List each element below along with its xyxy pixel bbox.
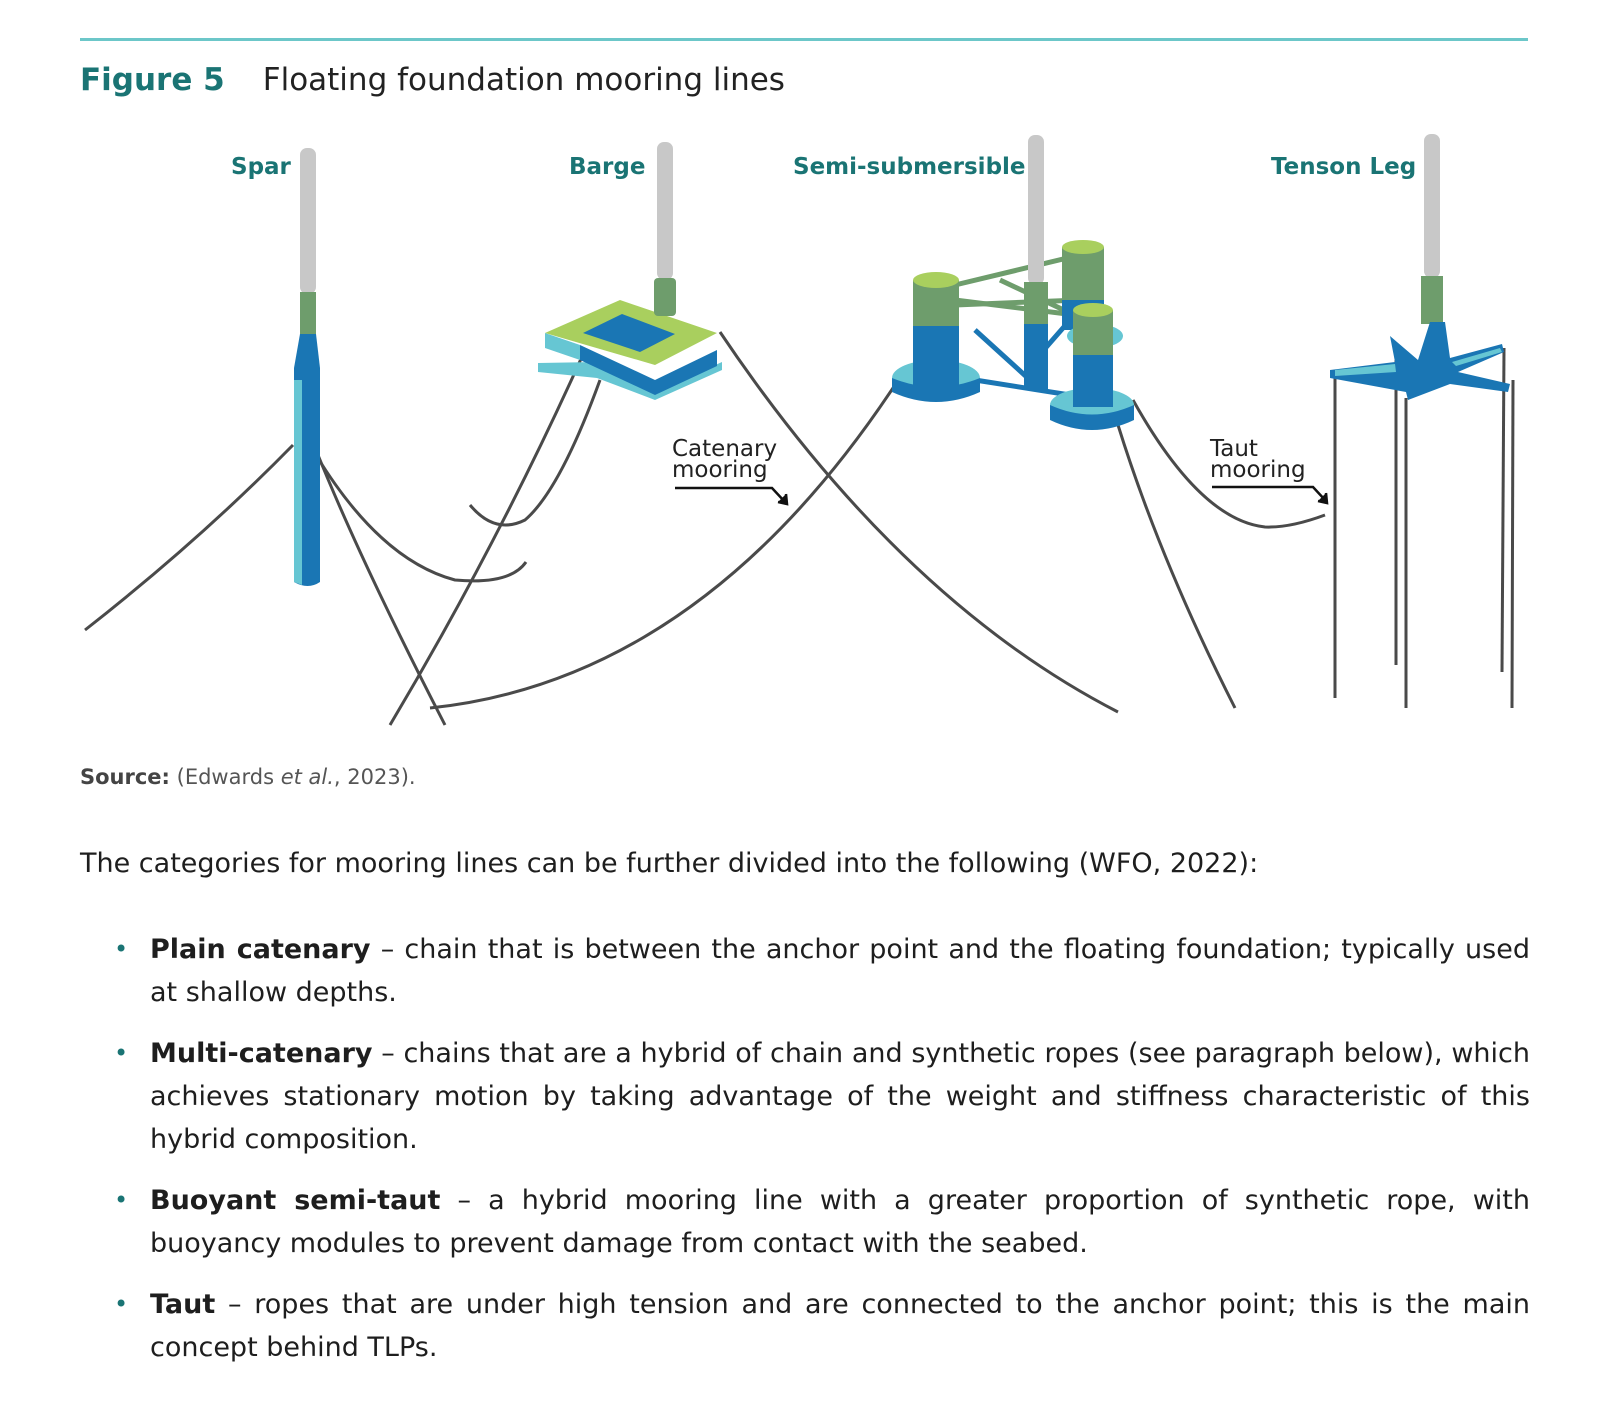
semi-line-right bbox=[1116, 424, 1237, 709]
barge-opening bbox=[583, 314, 675, 352]
taut-arrowhead bbox=[1317, 492, 1329, 505]
bullet-text: – chains that are a hybrid of chain and … bbox=[150, 1038, 1530, 1155]
list-item: Multi-catenary – chains that are a hybri… bbox=[114, 1032, 1530, 1161]
annotation-arrows bbox=[675, 485, 1329, 506]
bullet-term: Taut bbox=[150, 1289, 216, 1320]
source-text-before: (Edwards bbox=[176, 765, 281, 789]
semi-front-column-upper bbox=[1073, 310, 1113, 355]
spar-line-left bbox=[84, 443, 295, 632]
spar-foundation bbox=[294, 148, 320, 586]
tlp-transition bbox=[1421, 276, 1443, 324]
label-semi-submersible: Semi-submersible bbox=[793, 154, 1026, 180]
mooring-categories-list: Plain catenary – chain that is between t… bbox=[114, 928, 1530, 1387]
source-text-after: , 2023). bbox=[333, 765, 416, 789]
barge-line-1 bbox=[388, 349, 587, 726]
barge-line-2 bbox=[468, 379, 602, 527]
spar-line-curve bbox=[314, 454, 528, 583]
semi-left-column-top bbox=[913, 272, 959, 288]
semi-center-column bbox=[1024, 324, 1048, 390]
top-rule bbox=[80, 38, 1528, 41]
tlp-tendon-4 bbox=[1500, 347, 1506, 673]
label-barge: Barge bbox=[569, 154, 645, 180]
tlp-star-highlight bbox=[1335, 348, 1502, 376]
bullet-text: – a hybrid mooring line with a greater p… bbox=[150, 1185, 1530, 1259]
figure-number: Figure 5 bbox=[80, 62, 225, 98]
annotation-taut-2: mooring bbox=[1210, 457, 1306, 483]
list-item: Buoyant semi-taut – a hybrid mooring lin… bbox=[114, 1179, 1530, 1265]
tlp-tower bbox=[1424, 134, 1440, 278]
tlp-tendon-5 bbox=[1510, 379, 1515, 709]
semi-back-column bbox=[1062, 247, 1104, 302]
semi-front-column-top bbox=[1073, 303, 1113, 317]
bullet-term: Plain catenary bbox=[150, 934, 371, 965]
bullet-term: Buoyant semi-taut bbox=[150, 1185, 441, 1216]
source-italic: et al. bbox=[280, 765, 334, 789]
semi-back-column-top bbox=[1062, 240, 1104, 254]
bullet-text: – chain that is between the anchor point… bbox=[150, 934, 1530, 1008]
source-label: Source: bbox=[80, 765, 170, 789]
semi-left-column-lower bbox=[913, 322, 959, 392]
barge-foundation bbox=[538, 142, 722, 400]
spar-hull-highlight bbox=[294, 380, 302, 585]
catenary-arrowhead bbox=[777, 493, 789, 506]
figure-title: Floating foundation mooring lines bbox=[262, 62, 785, 98]
spar-tower bbox=[300, 148, 316, 294]
list-item: Taut – ropes that are under high tension… bbox=[114, 1283, 1530, 1369]
semi-front-pontoon-side bbox=[1050, 405, 1134, 430]
barge-left-wall bbox=[545, 333, 580, 360]
bullet-text: – ropes that are under high tension and … bbox=[150, 1289, 1530, 1363]
barge-catenary bbox=[718, 331, 1119, 714]
semi-line-curve bbox=[1131, 399, 1326, 529]
semi-center-transition bbox=[1024, 282, 1048, 326]
spar-line-right bbox=[314, 449, 447, 726]
annotation-taut-1: Taut bbox=[1209, 436, 1258, 462]
semi-line-left bbox=[429, 384, 897, 710]
barge-front-wall bbox=[580, 345, 717, 395]
mooring-lines bbox=[84, 331, 1515, 726]
bullet-term: Multi-catenary bbox=[150, 1038, 373, 1069]
catenary-arrow bbox=[675, 486, 786, 503]
figure-header: Figure 5 Floating foundation mooring lin… bbox=[80, 62, 785, 106]
label-spar: Spar bbox=[231, 154, 292, 180]
spar-transition bbox=[300, 292, 316, 334]
semi-submersible-foundation bbox=[892, 135, 1134, 430]
barge-transition bbox=[654, 278, 676, 316]
barge-tower bbox=[657, 142, 673, 280]
annotation-catenary-1: Catenary bbox=[672, 436, 777, 462]
label-tension-leg: Tenson Leg bbox=[1271, 154, 1416, 180]
tension-leg-foundation bbox=[1330, 134, 1510, 400]
tlp-star-hull bbox=[1330, 322, 1510, 400]
intro-paragraph: The categories for mooring lines can be … bbox=[80, 848, 1259, 879]
semi-lower-braces bbox=[973, 318, 1072, 398]
semi-front-column-lower bbox=[1073, 352, 1113, 407]
taut-arrow bbox=[1212, 485, 1326, 501]
mooring-illustration: Spar Barge Semi-submersible Tenson Leg C… bbox=[84, 134, 1515, 726]
figure-source: Source: (Edwards et al., 2023). bbox=[80, 765, 416, 789]
list-item: Plain catenary – chain that is between t… bbox=[114, 928, 1530, 1014]
annotation-catenary-2: mooring bbox=[672, 457, 768, 483]
semi-tower bbox=[1028, 135, 1044, 285]
